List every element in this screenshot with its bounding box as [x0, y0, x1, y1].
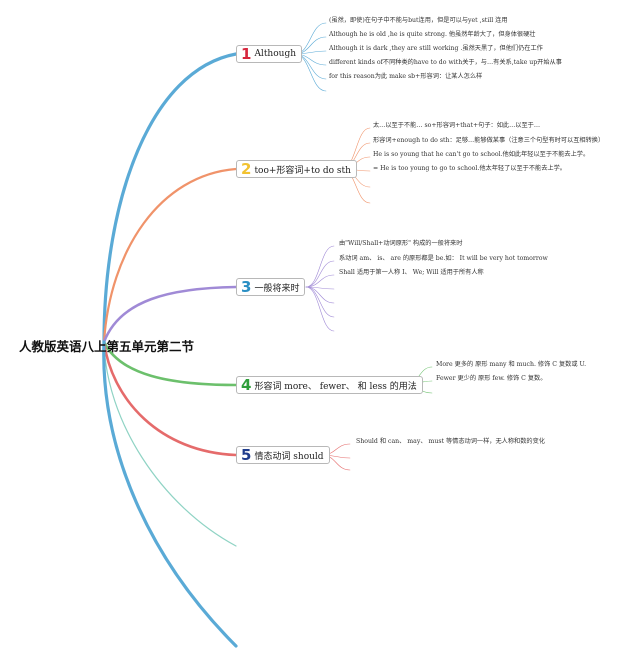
topic-number: 2	[241, 160, 252, 178]
sub-branch-line	[305, 286, 335, 318]
note-item[interactable]: 形容词+enough to do sth：足够…能够做某事（注意三个句型有时可以…	[373, 137, 605, 144]
note-item[interactable]: 由"Will/Shall+动词原形" 构成的一般将来时	[339, 240, 463, 247]
topic-number: 3	[241, 278, 252, 296]
topic-too-adj-to-do[interactable]: 2 too+形容词+to do sth	[236, 160, 357, 178]
topic-label: 形容词 more、 fewer、 和 less 的用法	[254, 381, 417, 392]
topic-more-fewer-less[interactable]: 4 形容词 more、 fewer、 和 less 的用法	[236, 376, 423, 394]
note-item[interactable]: He is so young that he can't go to schoo…	[373, 151, 590, 158]
root-topic[interactable]: 人教版英语八上第五单元第二节	[19, 339, 195, 354]
topic-simple-future[interactable]: 3 一般将来时	[236, 278, 306, 296]
topic-label: 情态动词 should	[254, 451, 324, 462]
topic-label: Although	[254, 49, 297, 59]
note-item[interactable]: 系动词 am、 is、 are 的原形都是 be.如： It will be v…	[339, 255, 548, 262]
note-item[interactable]: = He is too young to go to school.他太年轻了以…	[373, 165, 566, 172]
sub-branch-line	[305, 286, 335, 304]
note-item[interactable]: More 更多的 原形 many 和 much. 修饰 C 复数或 U.	[436, 361, 587, 368]
note-item[interactable]: Shall 适用于第一人称 I、 We; Will 适用于所有人称	[339, 269, 484, 276]
note-item[interactable]: Should 和 can、 may、 must 等情态动词一样，无人称和数的变化	[356, 438, 545, 445]
note-item[interactable]: (虽然，即使)在句子中不能与but连用，但是可以与yet ,still 连用	[329, 17, 508, 24]
note-item[interactable]: Although he is old ,he is quite strong. …	[329, 31, 536, 38]
topic-should[interactable]: 5 情态动词 should	[236, 446, 330, 464]
note-item[interactable]: for this reason为此 make sb+形容词：让某人怎么样	[329, 73, 483, 80]
branch-line-1	[102, 52, 238, 344]
sub-branch-line	[305, 260, 335, 288]
branch-line-4	[102, 340, 238, 387]
branch-line-extra	[102, 340, 238, 648]
topic-label: too+形容词+to do sth	[254, 165, 351, 176]
note-item[interactable]: different kinds of不同种类的have to do with关于…	[329, 59, 562, 66]
branch-line-5	[102, 340, 238, 457]
note-item[interactable]: 太…以至于不能… so+形容词+that+句子：如此…以至于…	[373, 122, 541, 129]
sub-branch-line	[305, 274, 335, 288]
branch-line-2	[102, 167, 238, 344]
sub-branch-line	[305, 286, 335, 332]
sub-branch-line	[305, 245, 335, 288]
topic-number: 4	[241, 376, 252, 394]
topic-number: 5	[241, 446, 252, 464]
branch-line-3	[102, 285, 238, 344]
topic-label: 一般将来时	[254, 283, 300, 294]
note-item[interactable]: Although it is dark ,they are still work…	[329, 45, 543, 52]
topic-number: 1	[241, 45, 252, 63]
note-item[interactable]: Fewer 更少的 原形 few. 修饰 C 复数。	[436, 375, 547, 382]
topic-although[interactable]: 1 Although	[236, 45, 303, 63]
branch-line-extra	[103, 341, 237, 547]
